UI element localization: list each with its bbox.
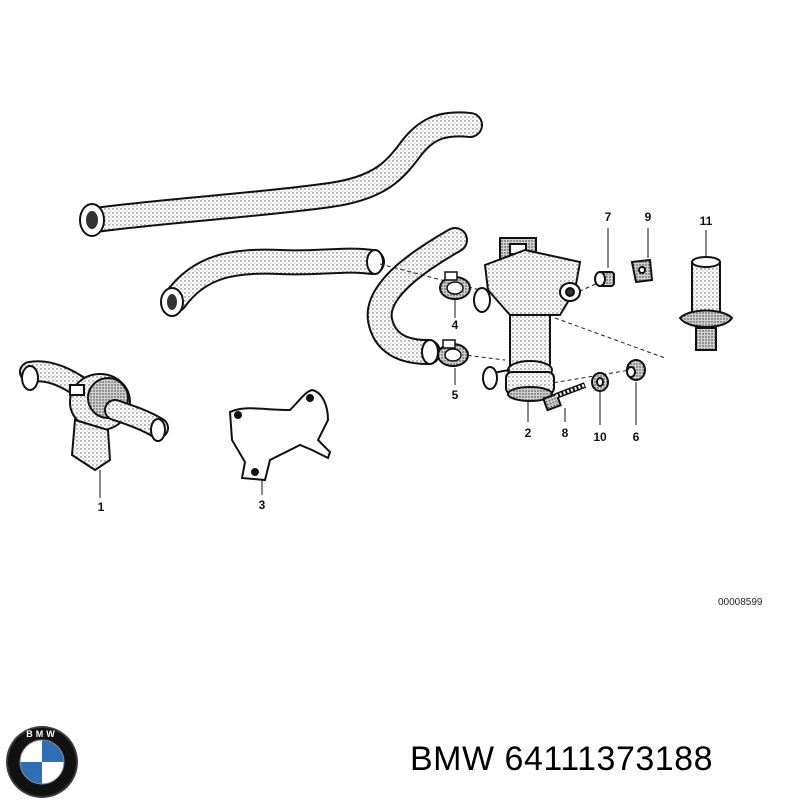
callout-9: 9 bbox=[644, 210, 652, 224]
callout-7: 7 bbox=[604, 210, 612, 224]
nut-part-7 bbox=[594, 228, 615, 287]
hose-clamp-5 bbox=[437, 339, 469, 385]
valve-part-1 bbox=[19, 360, 169, 498]
upper-hose bbox=[79, 111, 483, 237]
grommet-part-6 bbox=[626, 359, 646, 425]
callout-2: 2 bbox=[524, 426, 532, 440]
part-title: BMW 64111373188 bbox=[410, 740, 713, 779]
part-number: 64111373188 bbox=[504, 740, 714, 778]
diagram-reference-code: 00008599 bbox=[718, 597, 763, 608]
brand-name: BMW bbox=[410, 740, 495, 778]
bracket-part-3 bbox=[228, 388, 332, 495]
clip-part-9 bbox=[630, 228, 654, 284]
logo-letters: BMW bbox=[26, 729, 58, 739]
hose-clamp-4 bbox=[439, 271, 471, 318]
valve-part-2 bbox=[473, 237, 582, 422]
bolt-part-8 bbox=[542, 382, 587, 422]
callout-8: 8 bbox=[561, 426, 569, 440]
washer-part-10 bbox=[591, 372, 609, 425]
callout-10: 10 bbox=[593, 430, 607, 444]
callout-3: 3 bbox=[258, 498, 266, 512]
sensor-part-11 bbox=[678, 230, 734, 351]
middle-hose bbox=[160, 247, 385, 317]
callout-6: 6 bbox=[632, 430, 640, 444]
callout-11: 11 bbox=[699, 214, 713, 228]
callout-1: 1 bbox=[97, 500, 105, 514]
callout-4: 4 bbox=[451, 318, 459, 332]
callout-5: 5 bbox=[451, 388, 459, 402]
bmw-logo-icon: BMW bbox=[6, 726, 78, 798]
